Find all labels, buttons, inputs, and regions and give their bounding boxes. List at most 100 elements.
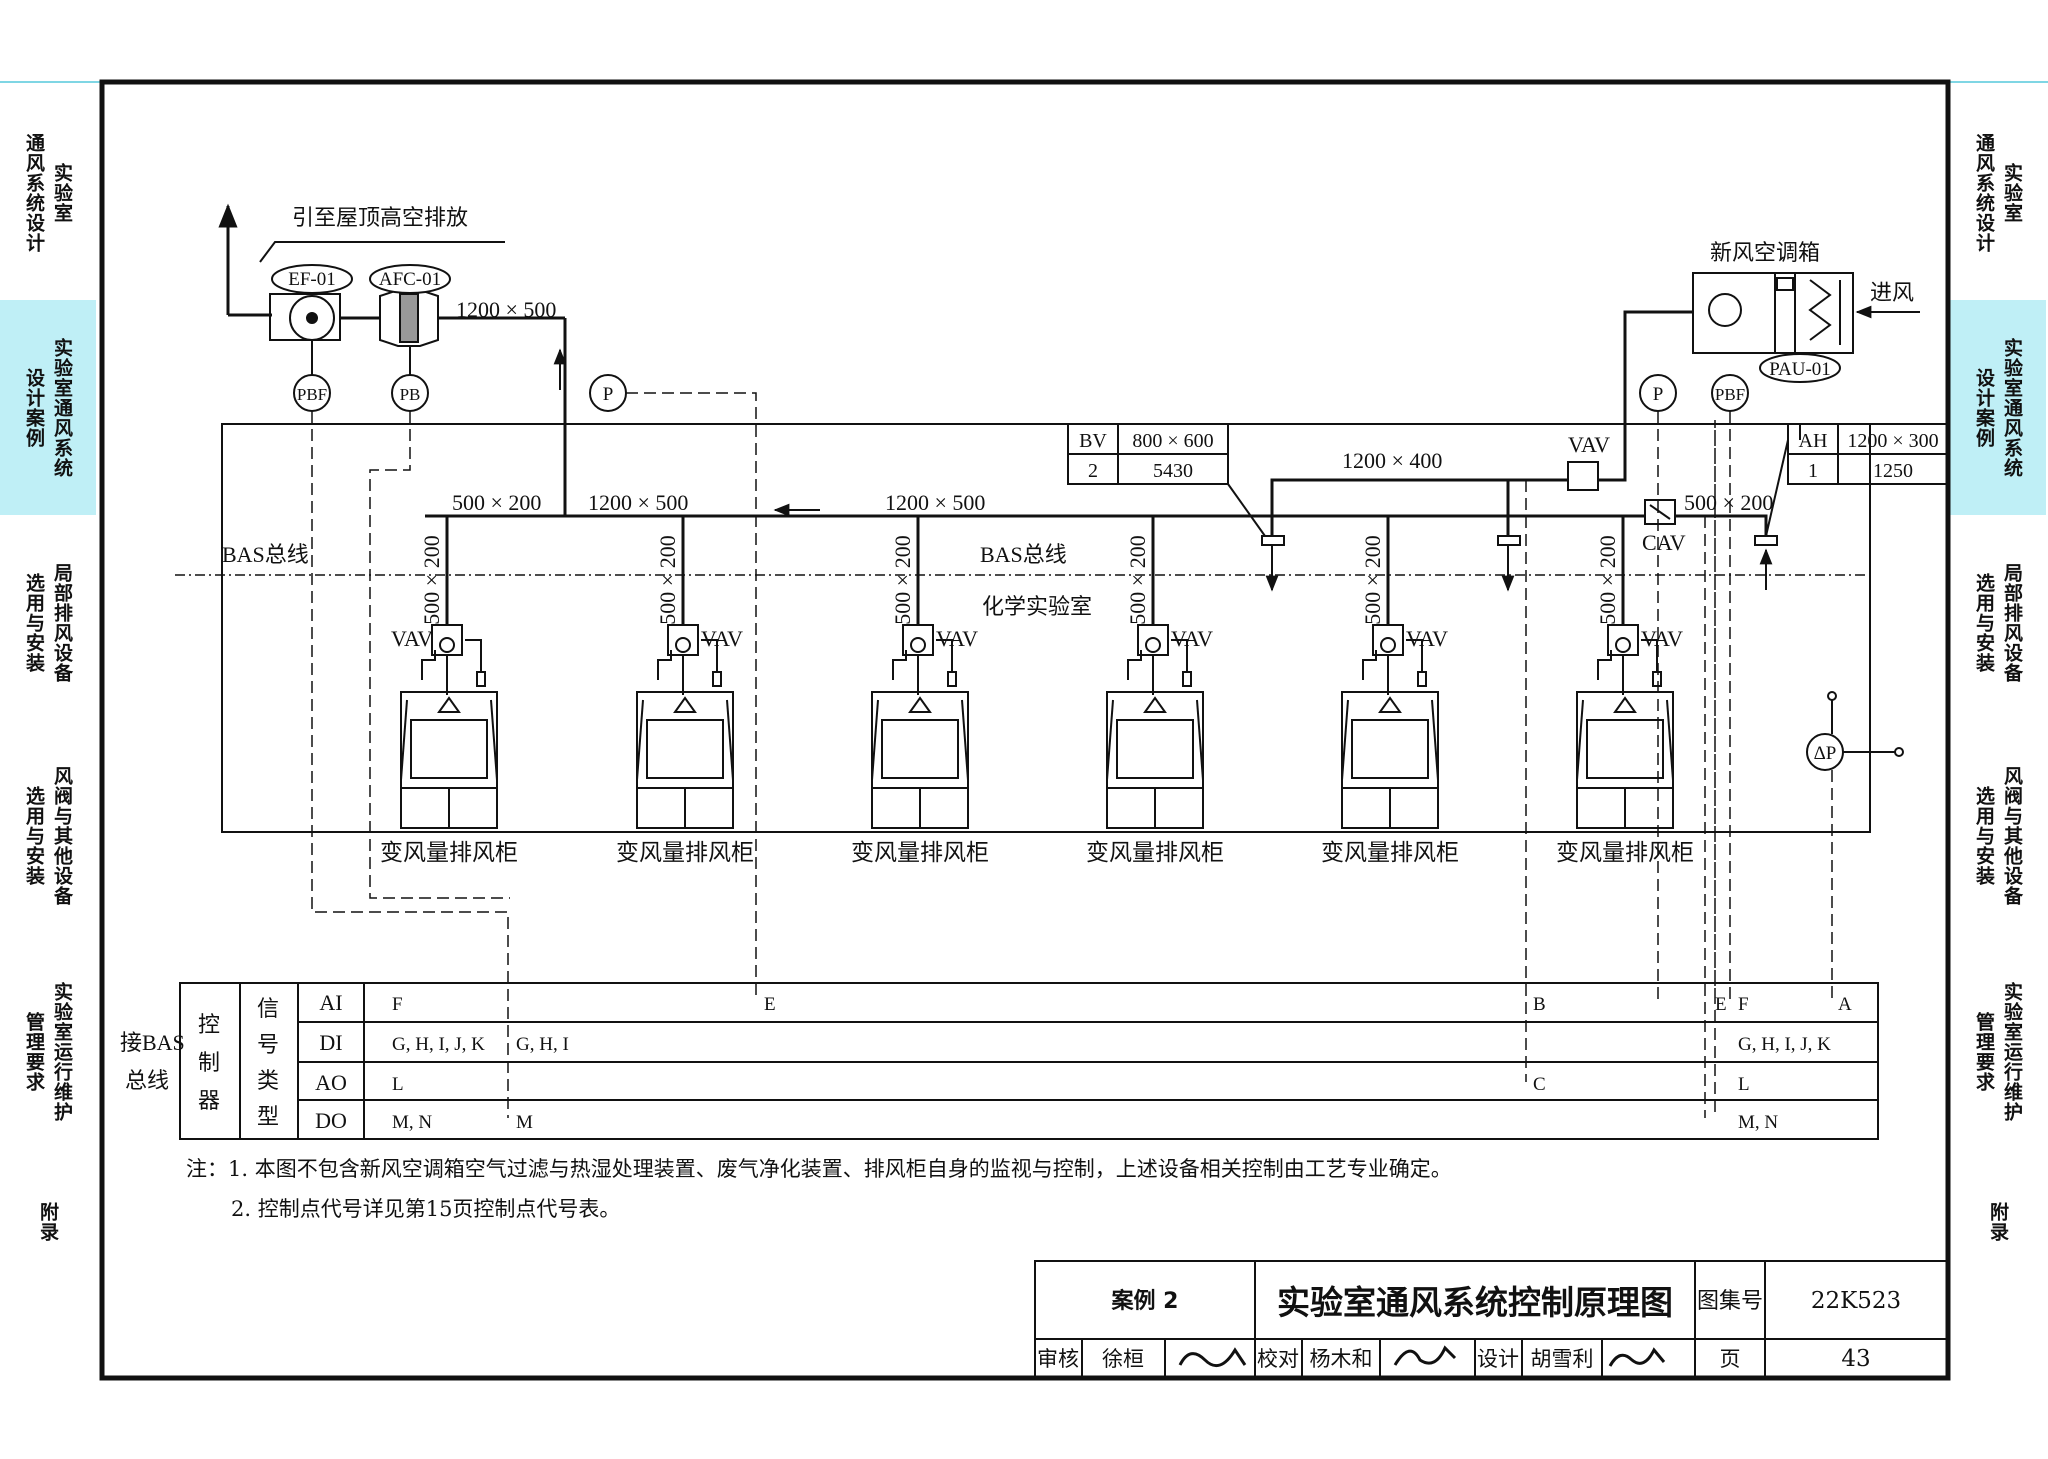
vav-label: VAV <box>1406 626 1448 651</box>
p-label-2: P <box>1653 384 1664 405</box>
duct-label-b: 1200 × 500 <box>588 490 688 515</box>
pt-ai-a: A <box>1838 994 1852 1015</box>
note-1: 注：1. 本图不包含新风空调箱空气过滤与热湿处理装置、废气净化装置、排风柜自身的… <box>186 1157 1452 1181</box>
bv-table <box>1067 423 1266 537</box>
pt-ao-l1: L <box>392 1074 404 1095</box>
fresh-air-unit-label: 新风空调箱 <box>1710 240 1820 265</box>
side-tab-5[interactable]: 实验室运行维护管理要求 <box>1950 946 2046 1158</box>
fresh-air-unit-pau01 <box>1270 272 1920 545</box>
hood-label: 变风量排风柜 <box>851 840 989 866</box>
pt-do-mn2: M, N <box>1738 1112 1778 1133</box>
side-tab-3[interactable]: 局部排风设备选用与安装 <box>1950 518 2046 728</box>
check-label: 校对 <box>1257 1347 1299 1371</box>
pau01-tag <box>1759 353 1841 383</box>
riser-size-label: 500 × 200 <box>419 535 444 624</box>
side-tab-text: 实验室运行维护 <box>2001 982 2023 1122</box>
pt-ao-c: C <box>1533 1074 1546 1095</box>
hood-label: 变风量排风柜 <box>1086 840 1224 866</box>
controller-label: 制 <box>198 1051 220 1076</box>
side-tab-1[interactable]: 实验室通风系统设计 <box>0 90 96 295</box>
side-tab-text: 局部排风设备 <box>51 563 73 683</box>
duct-label-c: 1200 × 500 <box>885 490 985 515</box>
duct-label-d: 1200 × 400 <box>1342 448 1442 473</box>
hood-label: 变风量排风柜 <box>1556 840 1694 866</box>
title-block-grid <box>1034 1260 1949 1379</box>
side-tab-3[interactable]: 局部排风设备选用与安装 <box>0 518 96 728</box>
side-tab-text: 管理要求 <box>1973 1012 1995 1092</box>
cav-label: CAV <box>1642 530 1686 555</box>
side-tab-text: 选用与安装 <box>23 573 45 673</box>
note-2: 2. 控制点代号详见第15页控制点代号表。 <box>231 1197 620 1221</box>
duct-label-e: 500 × 200 <box>1684 490 1773 515</box>
ah-v1: 1 <box>1808 460 1818 482</box>
side-tab-text: 选用与安装 <box>23 786 45 886</box>
exhaust-fan-ef01 <box>218 203 341 375</box>
side-tab-text: 选用与安装 <box>1973 786 1995 886</box>
bas-bus-label-2: BAS总线 <box>980 542 1067 567</box>
page-number: 43 <box>1841 1346 1870 1372</box>
side-tab-text: 通风系统设计 <box>23 132 45 253</box>
controller-label: 控 <box>198 1013 220 1038</box>
ah-table <box>1765 423 1949 537</box>
roof-exhaust-label: 引至屋顶高空排放 <box>292 205 468 230</box>
dp-sensor <box>1827 691 1904 757</box>
case-label: 案例 2 <box>1111 1288 1179 1314</box>
vav-label: VAV <box>1641 626 1683 651</box>
ah-v2: 1250 <box>1873 460 1913 482</box>
side-tab-6[interactable]: 附录 <box>0 1162 96 1282</box>
room-boundary <box>221 423 1871 833</box>
duct-label-top: 1200 × 500 <box>456 297 556 322</box>
dp-label: ΔP <box>1814 743 1837 764</box>
supply-diffusers <box>1261 424 1801 592</box>
pt-ai-e2: E <box>1715 994 1727 1015</box>
bas-connect-2: 总线 <box>125 1068 169 1093</box>
row-ai: AI <box>319 990 342 1015</box>
side-tab-text: 设计案例 <box>1973 367 1995 448</box>
side-tab-text: 实验室 <box>2001 162 2023 223</box>
controller-label: 器 <box>198 1089 220 1114</box>
side-tab-1[interactable]: 实验室通风系统设计 <box>1950 90 2046 295</box>
p-label-1: P <box>603 384 614 405</box>
hood-label: 变风量排风柜 <box>1321 840 1459 866</box>
vav-label: VAV <box>391 626 433 651</box>
riser-size-label: 500 × 200 <box>1595 535 1620 624</box>
row-di: DI <box>319 1030 342 1055</box>
sensor-circles <box>293 374 1844 771</box>
drawing-frame <box>99 79 1951 1381</box>
side-tab-5[interactable]: 实验室运行维护管理要求 <box>0 946 96 1158</box>
side-tab-4[interactable]: 风阀与其他设备选用与安装 <box>1950 730 2046 942</box>
ah-h1: AH <box>1799 430 1828 452</box>
side-tab-text: 附录 <box>37 1202 59 1242</box>
pt-ai-f2: F <box>1738 994 1749 1015</box>
cav-valve <box>1644 499 1676 525</box>
side-tab-text: 实验室 <box>51 162 73 223</box>
pt-di-1: G, H, I, J, K <box>392 1034 485 1055</box>
pau01-label: PAU-01 <box>1769 359 1831 380</box>
pbf-label-1: PBF <box>297 385 327 404</box>
ef01-tag <box>271 264 353 294</box>
bv-h1: BV <box>1079 430 1107 452</box>
signatures <box>1178 1345 1666 1368</box>
signal-type-label: 号 <box>257 1033 279 1058</box>
side-tab-2[interactable]: 实验室通风系统设计案例 <box>0 300 96 515</box>
hood-label: 变风量排风柜 <box>616 840 754 866</box>
checker-name: 杨木和 <box>1310 1347 1373 1371</box>
bv-h2: 800 × 600 <box>1132 430 1213 452</box>
pbf-label-2: PBF <box>1715 385 1745 404</box>
side-tab-6[interactable]: 附录 <box>1950 1162 2046 1282</box>
pb-label: PB <box>400 385 421 404</box>
side-tab-2[interactable]: 实验室通风系统设计案例 <box>1950 300 2046 515</box>
side-tab-4[interactable]: 风阀与其他设备选用与安装 <box>0 730 96 942</box>
riser-size-label: 500 × 200 <box>655 535 680 624</box>
side-tab-text: 通风系统设计 <box>1973 132 1995 253</box>
riser-size-label: 500 × 200 <box>890 535 915 624</box>
atlas-number: 22K523 <box>1811 1288 1901 1314</box>
pt-ao-l2: L <box>1738 1074 1750 1095</box>
